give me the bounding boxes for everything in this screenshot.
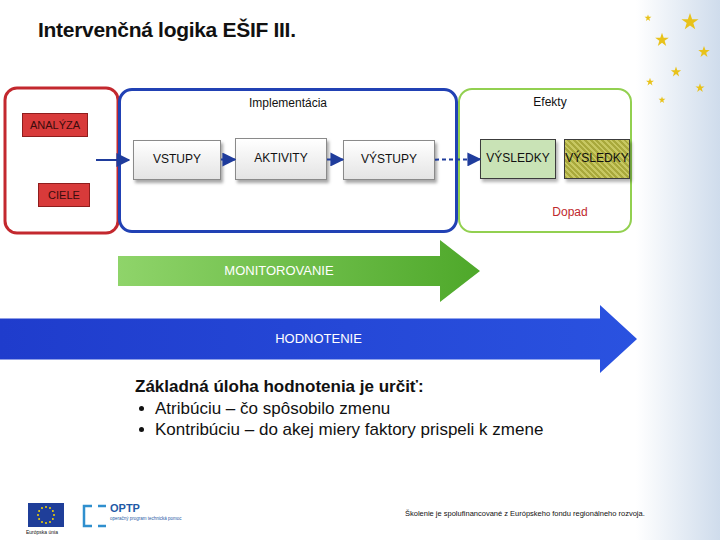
logo-caption: Európska únia — [26, 529, 86, 535]
effects-group: EfektyDopad VÝSLEDKY VÝSLEDKY — [458, 88, 632, 233]
impact-box: VÝSLEDKY — [564, 139, 630, 179]
result-box: VÝSLEDKY — [480, 139, 556, 179]
eu-flag — [28, 503, 64, 527]
node-sublabel: Dopad — [530, 206, 610, 220]
logo-text: OPTP — [110, 502, 170, 516]
node-label: VÝSLEDKY — [486, 152, 549, 166]
node-label: MONITOROVANIE — [224, 264, 333, 279]
optp-logo-mark — [84, 506, 106, 526]
band-arrow — [0, 305, 637, 373]
goals-box: CIELE — [38, 183, 90, 207]
band-arrow — [118, 240, 480, 302]
analysis-box: ANALÝZA — [22, 113, 88, 137]
implementation-group: ImplementáciaVSTUPY AKTIVITY VÝSTUPY — [118, 88, 458, 233]
side-panel — [636, 0, 720, 540]
evaluation-band: HODNOTENIE — [0, 305, 637, 373]
note-heading: Základná úloha hodnotenia je určiť: — [135, 376, 635, 397]
bullet-item: Kontribúciu – do akej miery faktory pris… — [135, 419, 675, 440]
footer-note: Školenie je spolufinancované z Európskeh… — [405, 509, 645, 518]
node-label: ANALÝZA — [30, 119, 80, 132]
logo-subtext: operačný program technická pomoc — [110, 516, 190, 522]
node-label: AKTIVITY — [254, 152, 307, 166]
input-arrow — [96, 159, 129, 161]
node-label: VÝSLEDKY — [565, 152, 628, 166]
monitoring-band: MONITOROVANIE — [118, 240, 480, 302]
flow-arrow — [221, 158, 235, 160]
stars — [645, 13, 710, 103]
node-label: VÝSTUPY — [361, 153, 417, 167]
group-outline — [5, 88, 118, 233]
bullet-item: Atribúciu – čo spôsobilo zmenu — [135, 398, 675, 419]
node-label: Implementácia — [121, 97, 455, 111]
node-label: HODNOTENIE — [275, 332, 362, 347]
node-label: Efekty — [470, 96, 630, 110]
process-box: VÝSTUPY — [343, 140, 435, 180]
flow-arrow — [435, 158, 480, 160]
slide-title: Intervenčná logika EŠIF III. — [38, 18, 296, 42]
node-label: VSTUPY — [153, 153, 201, 167]
flow-arrow — [327, 158, 343, 160]
node-label: CIELE — [48, 189, 80, 202]
process-box: VSTUPY — [133, 140, 221, 180]
process-box: AKTIVITY — [235, 138, 327, 180]
